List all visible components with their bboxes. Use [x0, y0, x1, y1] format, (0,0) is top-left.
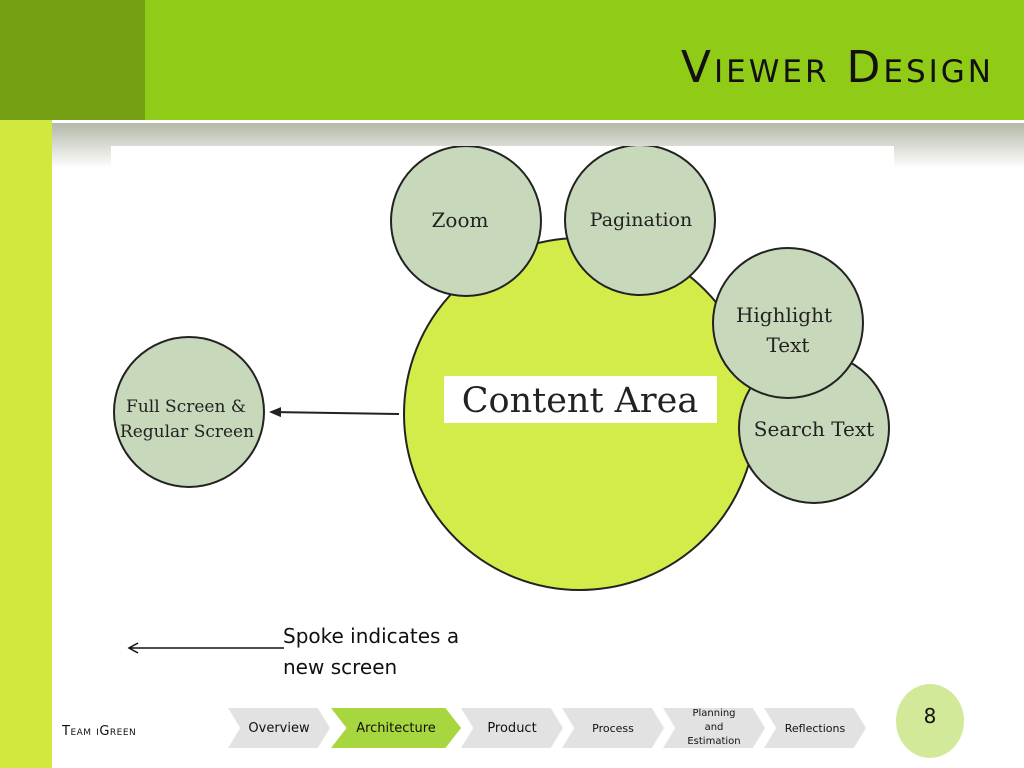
header-bar	[0, 0, 1024, 120]
full-screen-node	[113, 336, 265, 488]
highlight-label-line1: Highlight	[736, 303, 832, 327]
viewer-design-diagram: Content Area Zoom Pagination Highlight T…	[113, 146, 890, 591]
team-name: Team iGreen	[62, 724, 137, 739]
nav-process[interactable]: Process	[562, 708, 664, 748]
full-screen-label-line1: Full Screen &	[126, 397, 246, 417]
legend-note: Spoke indicates a new screen	[283, 621, 459, 683]
left-accent-bar	[0, 120, 52, 768]
nav-planning-label-line1: Planning	[692, 708, 736, 719]
nav-planning-estimation[interactable]: Planning and Estimation	[663, 708, 765, 748]
highlight-text-node	[712, 247, 864, 399]
header-corner-block	[0, 0, 145, 120]
nav-reflections[interactable]: Reflections	[764, 708, 866, 748]
nav-reflections-label: Reflections	[784, 721, 846, 735]
spoke-arrow	[269, 407, 400, 418]
page-number: 8	[923, 704, 937, 728]
legend-arrow	[127, 642, 284, 654]
nav-process-label: Process	[592, 721, 634, 735]
zoom-label: Zoom	[432, 208, 489, 232]
nav-overview[interactable]: Overview	[228, 708, 330, 748]
legend-note-line2: new screen	[283, 655, 398, 679]
nav-product-label: Product	[487, 720, 537, 736]
page-number-badge: 8	[896, 684, 964, 758]
full-screen-label-line2: Regular Screen	[120, 422, 254, 442]
search-text-label: Search Text	[754, 417, 874, 441]
nav-architecture-label: Architecture	[356, 720, 436, 736]
zoom-node	[390, 146, 542, 297]
content-area-label-bg	[444, 376, 717, 423]
nav-planning-label-line3: Estimation	[687, 736, 741, 747]
diagram-canvas: Content Area Zoom Pagination Highlight T…	[111, 146, 894, 596]
nav-planning-label-line2: and	[704, 722, 724, 733]
content-area-label: Content Area	[462, 381, 699, 421]
nav-overview-label: Overview	[248, 720, 310, 736]
slide-title: Viewer Design	[680, 42, 994, 93]
nav-architecture[interactable]: Architecture	[331, 708, 461, 748]
nav-product[interactable]: Product	[461, 708, 563, 748]
header-divider	[0, 120, 1024, 123]
pagination-node	[564, 146, 716, 296]
pagination-label: Pagination	[590, 209, 692, 231]
legend-note-line1: Spoke indicates a	[283, 624, 460, 648]
highlight-label-line2: Text	[767, 333, 810, 357]
